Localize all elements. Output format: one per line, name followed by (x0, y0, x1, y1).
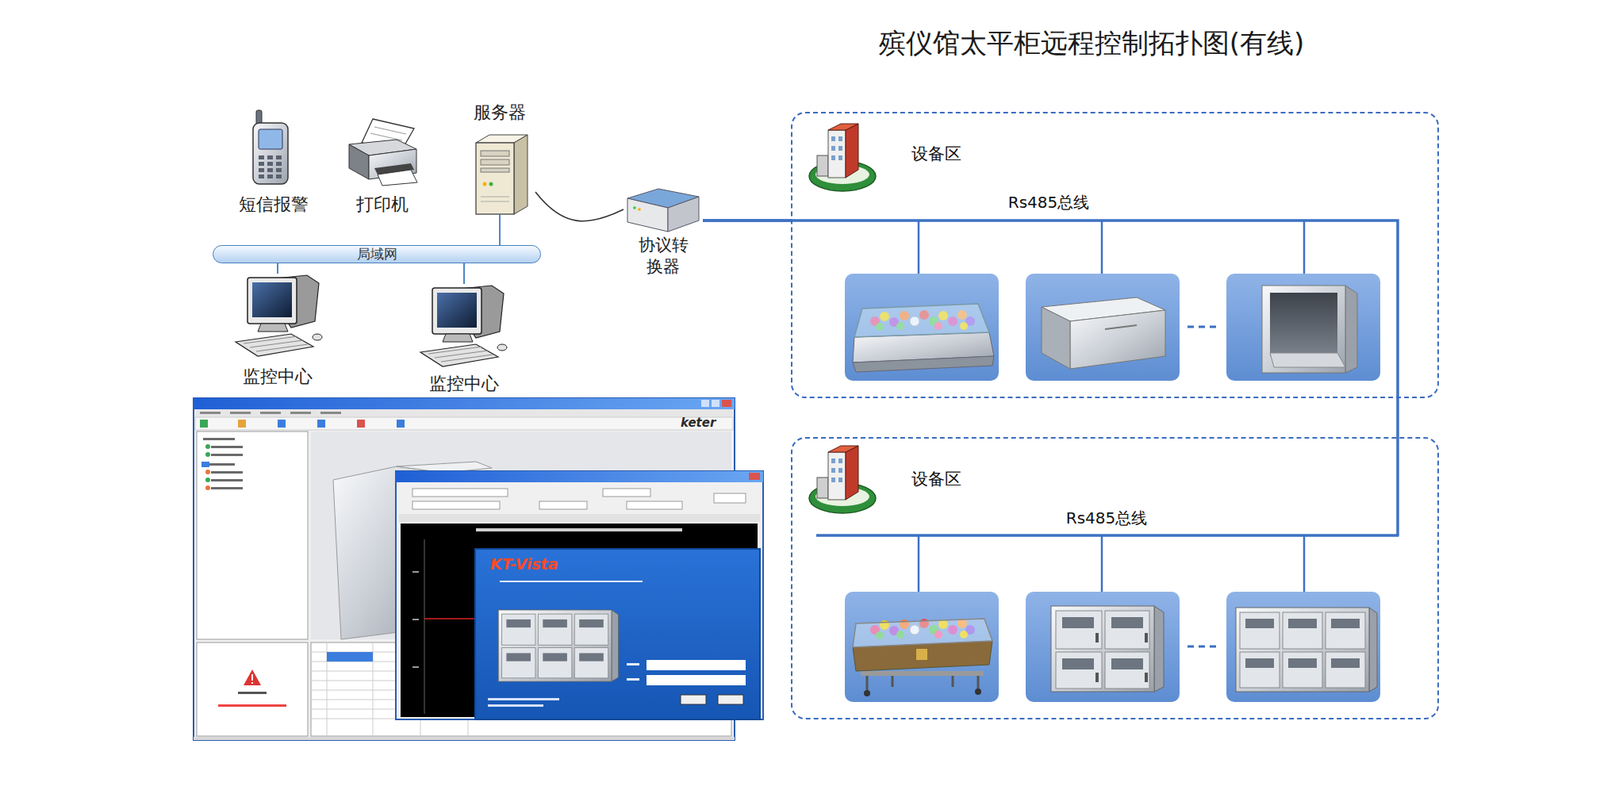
login-screenshot (475, 548, 760, 720)
node-label: 监控中心 (429, 372, 499, 396)
device-panel (1226, 273, 1381, 381)
node-label: 设备区 (911, 468, 962, 490)
rs485-drops (918, 535, 1305, 592)
ellipsis-dash (1187, 326, 1220, 329)
computer-icon (235, 275, 323, 357)
rs485-bus (702, 220, 1398, 438)
phone-icon (253, 110, 288, 185)
node-label: 协议转换器 (636, 234, 691, 278)
device-panel (1025, 273, 1180, 381)
building-icon (809, 123, 876, 192)
node-label: 服务器 (473, 101, 526, 124)
monitor-station: 监控中心 (416, 283, 512, 396)
node-label: 设备区 (911, 143, 962, 165)
bus-label: Rs485总线 (1066, 508, 1148, 528)
server: 服务器 (464, 101, 536, 215)
converter-icon (627, 188, 699, 232)
monitor-station: 监控中心 (230, 273, 326, 388)
device-panel (844, 591, 999, 703)
building-icon (809, 445, 876, 514)
bus-label: Rs485总线 (1008, 192, 1090, 212)
printer-icon (349, 118, 418, 186)
node-label: 打印机 (356, 193, 409, 216)
rs485-bus (816, 437, 1400, 536)
server-icon (475, 134, 528, 215)
device-panel (1226, 591, 1381, 703)
protocol-converter: 协议转换器 (623, 188, 703, 278)
ellipsis-dash (1187, 645, 1220, 649)
node-label: 监控中心 (242, 365, 313, 388)
network-cable (276, 263, 279, 274)
printer: 打印机 (342, 117, 423, 216)
equipment-zone: 设备区 (790, 437, 1439, 720)
network-cable (498, 214, 501, 246)
brand-logo: keter (680, 416, 716, 430)
node-label: 局域网 (356, 245, 398, 262)
device-panel (1025, 591, 1180, 703)
software-screenshot (395, 471, 764, 720)
serial-cable (535, 191, 624, 222)
device-panel (844, 273, 999, 381)
equipment-zone: 设备区 (790, 111, 1439, 399)
computer-icon (420, 285, 507, 367)
diagram-title: 殡仪馆太平柜远程控制拓扑图(有线) (878, 26, 1305, 59)
node-label: 短信报警 (238, 193, 309, 216)
rs485-drops (918, 220, 1305, 274)
lan-bus: 局域网 (212, 245, 542, 264)
software-logo: KT-Vista (490, 555, 559, 573)
alarm-phone: 短信报警 (230, 107, 318, 216)
network-cable (463, 263, 465, 284)
